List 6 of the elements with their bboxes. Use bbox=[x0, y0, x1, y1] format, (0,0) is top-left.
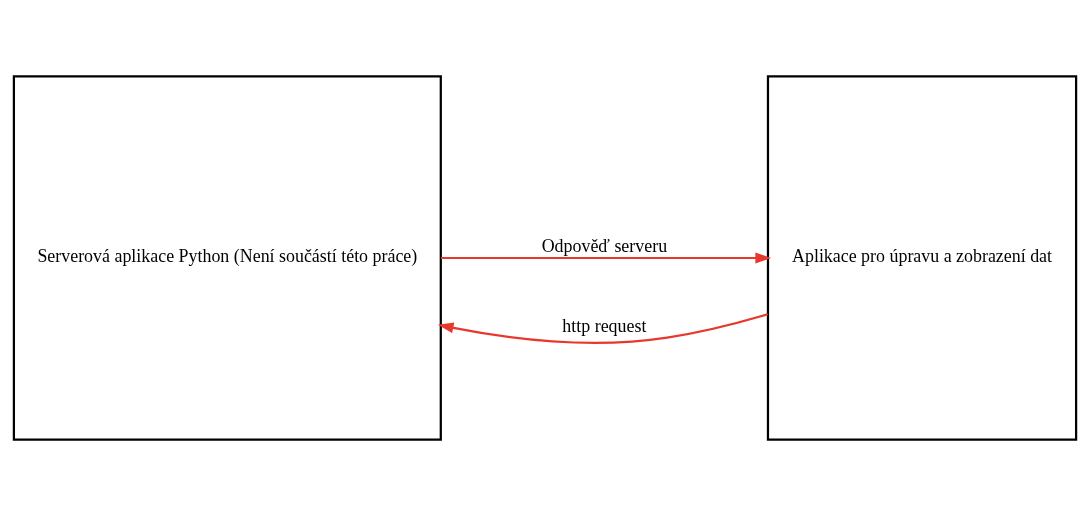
node-box: Aplikace pro úpravu a zobrazení dat bbox=[766, 74, 1078, 441]
node-box: Serverová aplikace Python (Není součástí této práce) bbox=[12, 74, 442, 441]
edge-label: Odpověď serveru bbox=[541, 235, 668, 256]
arrow bbox=[437, 312, 768, 344]
arrow bbox=[440, 252, 772, 263]
edge-label: http request bbox=[562, 315, 647, 336]
